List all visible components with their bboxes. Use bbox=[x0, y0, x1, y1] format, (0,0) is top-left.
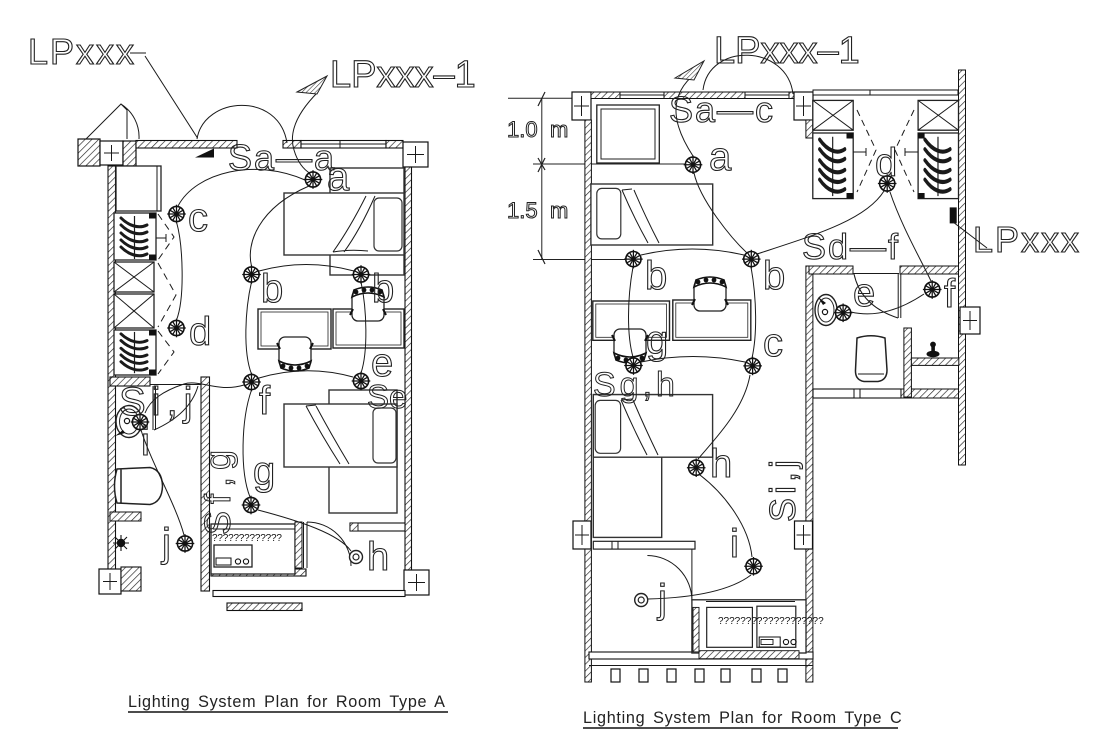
svg-text:e: e bbox=[371, 341, 393, 385]
svg-text:g: g bbox=[646, 318, 668, 362]
svg-text:Sa—c: Sa—c bbox=[669, 89, 775, 130]
svg-text:h: h bbox=[710, 442, 732, 486]
svg-text:b: b bbox=[645, 254, 667, 298]
svg-text:Si,j: Si,j bbox=[762, 456, 803, 522]
svg-text:Sf,g: Sf,g bbox=[197, 443, 238, 535]
svg-text:LPxxx–1: LPxxx–1 bbox=[714, 30, 860, 72]
svg-text:Si,j: Si,j bbox=[119, 380, 199, 424]
svg-text:d: d bbox=[875, 141, 897, 185]
svg-text:a: a bbox=[709, 135, 732, 179]
svg-text:c: c bbox=[188, 196, 208, 240]
svg-text:Sd—f: Sd—f bbox=[802, 226, 900, 267]
svg-text:b: b bbox=[763, 254, 785, 298]
svg-text:i: i bbox=[141, 420, 150, 464]
svg-text:c: c bbox=[763, 321, 783, 365]
svg-text:1.0: 1.0 bbox=[507, 117, 538, 142]
svg-text:m: m bbox=[550, 198, 568, 223]
svg-text:f: f bbox=[259, 379, 271, 423]
svg-text:i: i bbox=[730, 522, 739, 566]
svg-text:LPxxx: LPxxx bbox=[973, 219, 1081, 260]
svg-text:LPxxx–1: LPxxx–1 bbox=[330, 54, 476, 96]
svg-text:LPxxx: LPxxx bbox=[28, 31, 136, 72]
svg-text:Lighting System Plan for Room: Lighting System Plan for Room Type C bbox=[583, 709, 902, 727]
svg-text:?????????????: ????????????? bbox=[212, 533, 282, 544]
svg-text:f: f bbox=[944, 272, 956, 316]
svg-text:Lighting System Plan for Room: Lighting System Plan for Room Type A bbox=[128, 693, 446, 711]
svg-text:b: b bbox=[261, 267, 283, 311]
svg-text:1.5: 1.5 bbox=[507, 198, 538, 223]
svg-text:d: d bbox=[189, 310, 211, 354]
svg-text:h: h bbox=[367, 535, 389, 579]
svg-text:Sg,h: Sg,h bbox=[593, 366, 679, 404]
svg-text:???????????????????: ??????????????????? bbox=[718, 616, 824, 627]
svg-text:m: m bbox=[550, 117, 568, 142]
svg-text:j: j bbox=[161, 521, 171, 565]
svg-text:g: g bbox=[253, 449, 275, 493]
svg-text:e: e bbox=[853, 271, 875, 315]
svg-text:a: a bbox=[327, 155, 350, 199]
svg-text:Se: Se bbox=[367, 378, 407, 415]
svg-text:j: j bbox=[657, 577, 667, 621]
svg-text:Sa—a: Sa—a bbox=[228, 137, 336, 178]
svg-text:b: b bbox=[372, 267, 394, 311]
